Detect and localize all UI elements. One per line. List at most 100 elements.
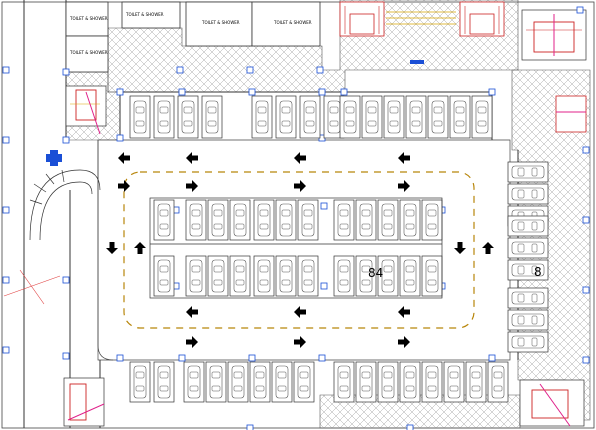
columns (2, 6, 590, 430)
room-5 (251, 1, 321, 47)
parking-stall (153, 255, 175, 297)
parking-stall (153, 199, 175, 241)
direction-arrow-icon (186, 152, 198, 164)
marker-icon (410, 60, 424, 64)
parking-stall (507, 183, 549, 205)
parking-stall (299, 95, 321, 139)
parking-stall (129, 95, 151, 139)
parking-stall (355, 361, 377, 403)
parking-stall (465, 361, 487, 403)
column (246, 66, 254, 74)
parking-stall (249, 361, 271, 403)
parking-stalls (129, 95, 549, 403)
parking-stall (507, 331, 549, 353)
staircase-bottom-right (519, 379, 585, 427)
railing-top (386, 11, 456, 25)
direction-arrow-icon (294, 152, 306, 164)
parking-stall (207, 199, 229, 241)
room-label-3: TOILET & SHOWER (125, 12, 164, 17)
room-4 (185, 1, 253, 47)
room-label-5: TOILET & SHOWER (273, 20, 312, 25)
direction-arrow-icon (294, 336, 306, 348)
parking-stall (185, 255, 207, 297)
column (62, 68, 70, 76)
column (248, 354, 256, 362)
column (62, 136, 70, 144)
column (582, 216, 590, 224)
column (2, 66, 10, 74)
column (248, 88, 256, 96)
parking-stall (275, 95, 297, 139)
parking-stall (405, 95, 427, 139)
parking-stall (227, 361, 249, 403)
capacity-label-center: 84 (368, 266, 383, 280)
parking-stall (443, 361, 465, 403)
parking-stall (333, 361, 355, 403)
parking-stall (129, 361, 151, 403)
parking-stall (253, 255, 275, 297)
staircase-top-center-left (339, 1, 385, 37)
parking-stall (421, 199, 443, 241)
column (62, 352, 70, 360)
parking-stall (427, 95, 449, 139)
parking-stall (355, 199, 377, 241)
direction-arrow-icon (482, 242, 494, 254)
parking-stall (399, 255, 421, 297)
parking-stall (377, 255, 399, 297)
direction-arrow-icon (398, 336, 410, 348)
parking-stall (339, 95, 361, 139)
room-label-2: TOILET & SHOWER (69, 50, 108, 55)
direction-arrow-icon (118, 152, 130, 164)
column (318, 354, 326, 362)
column (340, 88, 348, 96)
capacity-label-right: 8 (534, 265, 542, 279)
direction-arrow-icon (186, 180, 198, 192)
staircase-right-small (555, 95, 587, 133)
direction-arrow-icon (398, 180, 410, 192)
direction-arrow-icon (134, 242, 146, 254)
parking-stall (205, 361, 227, 403)
parking-stall (293, 361, 315, 403)
direction-arrow-icon (294, 180, 306, 192)
parking-stall (507, 259, 549, 281)
column (2, 276, 10, 284)
staircase-bottom-left (63, 377, 105, 427)
column (318, 88, 326, 96)
parking-stall (449, 95, 471, 139)
parking-stall (185, 199, 207, 241)
parking-stall (201, 95, 223, 139)
column (246, 424, 254, 430)
column (178, 354, 186, 362)
direction-arrow-icon (118, 180, 130, 192)
direction-arrow-icon (398, 152, 410, 164)
driveway (97, 139, 511, 361)
parking-stall (275, 255, 297, 297)
parking-stall (297, 199, 319, 241)
parking-stall (383, 95, 405, 139)
parking-stall (253, 199, 275, 241)
parking-stall (207, 255, 229, 297)
parking-stall (355, 255, 377, 297)
parking-stall (333, 255, 355, 297)
parking-stall (153, 95, 175, 139)
parking-stall (507, 237, 549, 259)
room-1 (65, 1, 109, 37)
parking-stall (377, 199, 399, 241)
parking-stall (399, 361, 421, 403)
column (176, 66, 184, 74)
room-3 (121, 1, 181, 29)
staircase-top-right (521, 9, 587, 61)
staircase-top-center-right (459, 1, 505, 37)
parking-stall (177, 95, 199, 139)
column (316, 66, 324, 74)
column (406, 424, 414, 430)
direction-arrow-icon (186, 306, 198, 318)
column (582, 286, 590, 294)
column (582, 356, 590, 364)
column (116, 88, 124, 96)
parking-stall (229, 255, 251, 297)
parking-stall (229, 199, 251, 241)
parking-stall (377, 361, 399, 403)
staircase-left (65, 85, 107, 135)
